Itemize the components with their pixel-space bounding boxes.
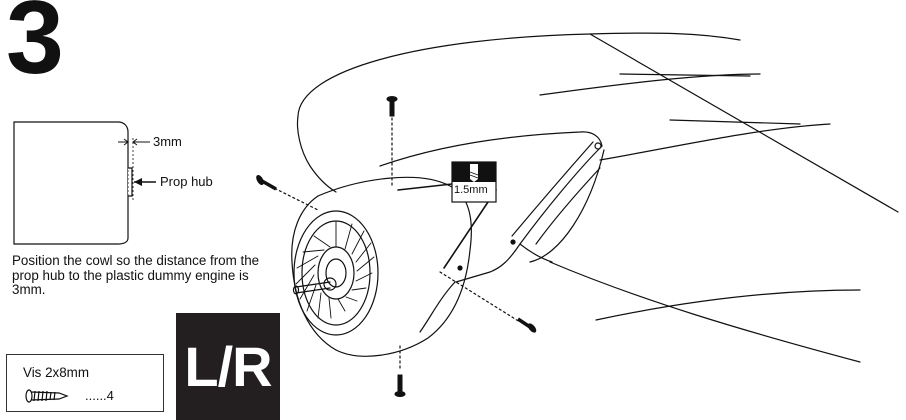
prop-hub-label: Prop hub — [160, 174, 213, 189]
parts-box: Vis 2x8mm ......4 — [6, 354, 164, 412]
drill-size-label: 1.5mm — [454, 184, 488, 196]
wing-outline — [296, 32, 899, 363]
screw-left — [256, 174, 277, 191]
drill-pointer-lines — [397, 183, 497, 269]
screw-bottom — [394, 374, 406, 397]
parts-name: Vis 2x8mm — [23, 365, 89, 380]
instruction-text: Position the cowl so the distance from t… — [12, 253, 260, 297]
drill-callout — [451, 161, 497, 203]
parts-quantity: ......4 — [85, 388, 114, 403]
screw-top — [386, 96, 398, 117]
screw-right — [517, 317, 537, 333]
fan-blades — [295, 221, 375, 319]
cowl — [291, 176, 472, 357]
engine-nacelle — [379, 131, 605, 333]
step-number: 3 — [6, 0, 64, 96]
spacing-detail — [13, 121, 156, 245]
screw-icon — [25, 389, 69, 403]
left-right-badge: L/R — [176, 313, 280, 420]
gap-label: 3mm — [153, 134, 182, 149]
drill-bit-icon — [469, 164, 479, 182]
prop-hub-arrowhead — [134, 178, 142, 186]
